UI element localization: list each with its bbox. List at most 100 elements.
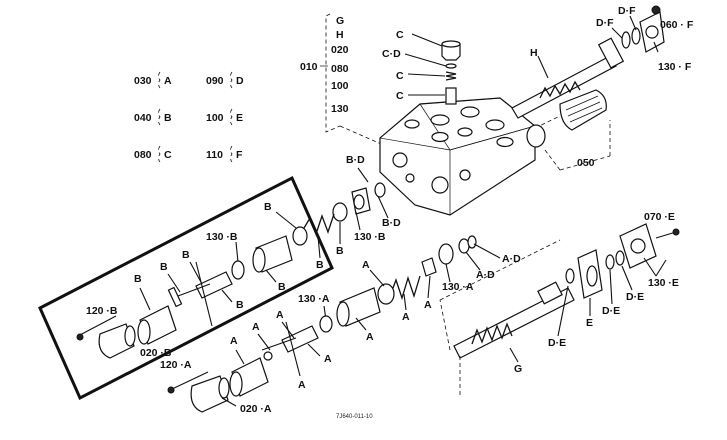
label-de: D·E	[626, 291, 644, 303]
group-item: 130	[331, 103, 349, 115]
legend-code: 030	[134, 75, 152, 87]
legend-letter: E	[236, 112, 243, 124]
label-bd: B·D	[382, 217, 401, 229]
label-130-b: 130 ·B	[354, 231, 386, 243]
part-a-sleeve: A	[229, 335, 269, 397]
label-020-a: 020 ·A	[240, 403, 272, 415]
label-050: 050	[577, 157, 595, 169]
label-c: C	[396, 90, 404, 102]
label-a: A	[424, 299, 432, 311]
group-item: 020	[331, 44, 349, 56]
part-ad-parts: A·D A·D 130 ·A	[438, 235, 521, 293]
part-a-stem: A A A A	[252, 309, 332, 391]
label-h: H	[530, 47, 538, 59]
part-a-cap: 130 ·A A	[298, 287, 381, 343]
label-cd: C·D	[382, 48, 401, 60]
label-de: D·E	[602, 305, 620, 317]
part-df-rings: D·F D·F	[596, 5, 641, 49]
label-130-a: 130 ·A	[442, 281, 474, 293]
part-cd-ring: C·D	[382, 48, 457, 69]
part-050-spool: 050	[526, 89, 611, 171]
legend-040-b: 040 B	[134, 108, 172, 126]
part-a-end-cap: 020 ·A 120 ·A	[160, 359, 272, 415]
part-cover-f: 060 · F 130 · F	[639, 5, 694, 73]
label-b: B	[336, 245, 344, 257]
label-a: A	[324, 353, 332, 365]
label-e: E	[586, 317, 593, 329]
group-item: H	[336, 29, 344, 41]
part-de-ring: D·E	[548, 268, 575, 349]
part-b-spring: B B	[264, 201, 335, 271]
part-c-spring: C	[396, 70, 457, 82]
part-a-spring: A A A	[362, 257, 437, 323]
legend-code: 080	[134, 149, 152, 161]
part-b-sleeve: B	[134, 273, 177, 345]
label-b: B	[160, 261, 168, 273]
label-a: A	[276, 309, 284, 321]
part-h-spool: H	[511, 37, 625, 119]
label-a: A	[252, 321, 260, 333]
group-prefix: 010	[300, 61, 318, 73]
legend-030-a: 030 A	[134, 71, 172, 89]
legend-110-f: 110 F	[206, 145, 243, 163]
valve-body	[379, 97, 561, 216]
label-b: B	[278, 281, 286, 293]
label-b: B	[182, 249, 190, 261]
label-130-b: 130 ·B	[206, 231, 238, 243]
highlight-frame	[38, 175, 334, 401]
part-e-housing: E	[577, 249, 603, 329]
label-060-f: 060 · F	[660, 19, 694, 31]
label-df: D·F	[596, 17, 614, 29]
label-070-e: 070 ·E	[644, 211, 675, 223]
label-ad: A·D	[476, 269, 495, 281]
group-item: 100	[331, 80, 349, 92]
part-b-washer: B 130 ·B	[332, 202, 386, 257]
part-c-poppet: C	[396, 87, 457, 105]
group-010: 010 G H 020 080 100 130	[300, 13, 396, 151]
legend-code: 100	[206, 112, 224, 124]
legend-letter: F	[236, 149, 243, 161]
legend-090-d: 090 D	[206, 71, 244, 89]
label-a: A	[402, 311, 410, 323]
label-a: A	[230, 335, 238, 347]
drawing-code: 7J640-011-10	[336, 414, 373, 420]
legend-letter: C	[164, 149, 172, 161]
label-130-a: 130 ·A	[298, 293, 330, 305]
label-b: B	[316, 259, 324, 271]
label-a: A	[298, 379, 306, 391]
label-b: B	[236, 299, 244, 311]
legend-letter: B	[164, 112, 172, 124]
part-e-cover: 070 ·E 130 ·E	[619, 211, 680, 289]
part-b-stem: B B B	[160, 249, 244, 327]
label-bd: B·D	[346, 154, 365, 166]
label-a: A	[366, 331, 374, 343]
legend-letter: D	[236, 75, 244, 87]
legend-code: 110	[206, 149, 223, 161]
label-c: C	[396, 29, 404, 41]
label-c: C	[396, 70, 404, 82]
legend-code: 040	[134, 112, 152, 124]
label-g: G	[514, 363, 522, 375]
label-130-e: 130 ·E	[648, 277, 679, 289]
label-df: D·F	[618, 5, 636, 17]
legend-code: 090	[206, 75, 224, 87]
label-120-b: 120 ·B	[86, 305, 118, 317]
label-a: A	[362, 259, 370, 271]
group-item: G	[336, 15, 344, 27]
legend-letter: A	[164, 75, 172, 87]
label-120-a: 120 ·A	[160, 359, 192, 371]
label-ad: A·D	[502, 253, 521, 265]
part-bd-plug: B·D B·D	[346, 154, 401, 229]
label-de: D·E	[548, 337, 566, 349]
part-b-end-cap: 020 ·B 120 ·B	[76, 305, 172, 359]
part-g-spool: G	[439, 239, 575, 396]
legend-080-c: 080 C	[134, 145, 172, 163]
legend-100-e: 100 E	[206, 108, 243, 126]
label-020-b: 020 ·B	[140, 347, 172, 359]
part-c-plug: C	[396, 29, 461, 61]
part-b-cap: 130 ·B B	[206, 231, 293, 293]
label-b: B	[134, 273, 142, 285]
label-130-f: 130 · F	[658, 61, 692, 73]
